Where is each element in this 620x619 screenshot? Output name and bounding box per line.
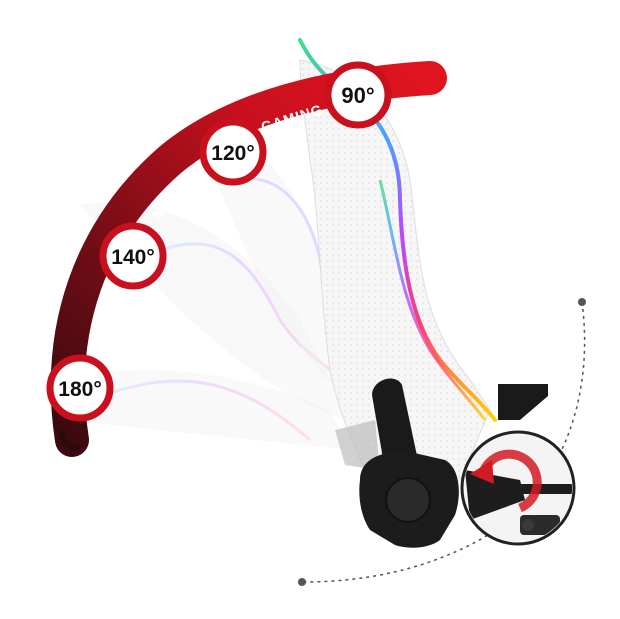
lever-detail <box>460 430 576 546</box>
svg-text:120°: 120° <box>211 142 254 165</box>
angle-badge-180: 180° <box>46 354 114 422</box>
angle-badge-140: 140° <box>99 222 167 290</box>
recline-mechanism <box>359 451 459 548</box>
angle-badge-90: 90° <box>324 61 392 129</box>
svg-text:140°: 140° <box>111 246 154 269</box>
guide-dot-top <box>578 298 586 306</box>
svg-text:180°: 180° <box>58 378 101 401</box>
rotate-arrow-icon <box>470 449 542 513</box>
svg-text:90°: 90° <box>341 83 374 108</box>
angle-badge-120: 120° <box>199 118 267 186</box>
ghost-backrest-180 <box>60 370 350 450</box>
guide-dot-bottom <box>298 578 306 586</box>
